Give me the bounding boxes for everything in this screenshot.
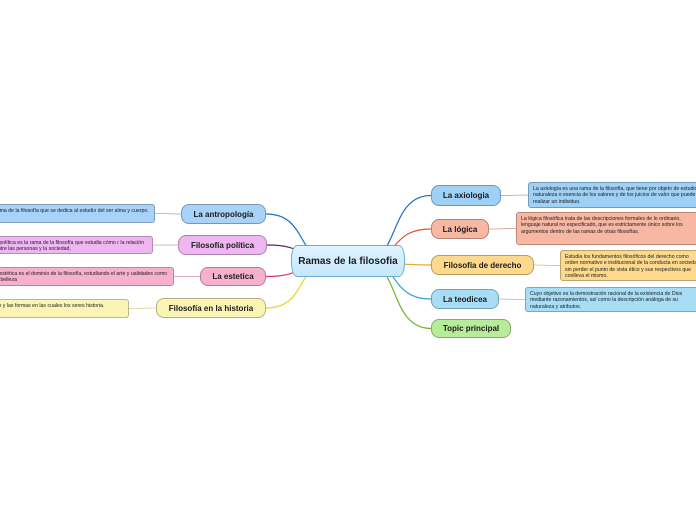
- topic-logica[interactable]: La lógica: [431, 219, 489, 239]
- topic-estetica[interactable]: La estetica: [200, 267, 266, 286]
- note-filosofia-politica[interactable]: a política es la rama de la filosofía qu…: [0, 236, 153, 254]
- note-filosofia-historia[interactable]: illo y las formas en las cuales los sere…: [0, 299, 129, 318]
- note-link-logica: [488, 228, 517, 230]
- note-link-teodicea: [498, 298, 526, 300]
- topic-antropologia[interactable]: La antropología: [181, 204, 266, 224]
- note-axiologia[interactable]: La axiología es una rama de la filosofía…: [528, 182, 696, 208]
- note-link-historia: [128, 307, 157, 309]
- topic-axiologia[interactable]: La axiologia: [431, 185, 501, 206]
- note-link-antropologia: [154, 213, 182, 215]
- topic-filosofia-historia[interactable]: Filosofía en la historia: [156, 298, 266, 318]
- topic-filosofia-derecho[interactable]: Filosofía de derecho: [431, 255, 534, 275]
- note-antropologia[interactable]: rama de la filosofía que se dedica al es…: [0, 204, 155, 223]
- note-filosofia-derecho[interactable]: Estudia los fundamentos filosóficos del …: [560, 250, 696, 281]
- topic-filosofia-politica[interactable]: Filosofía política: [178, 235, 267, 255]
- note-estetica[interactable]: a estética es el dominio de la filosofía…: [0, 267, 174, 286]
- topic-principal[interactable]: Topic principal: [431, 319, 511, 338]
- note-teodicea[interactable]: Cuyo objetivo es la demostración raciona…: [525, 287, 696, 312]
- topic-teodicea[interactable]: La teodicea: [431, 289, 499, 309]
- note-link-derecho: [533, 264, 561, 266]
- central-topic[interactable]: Ramas de la filosofia: [291, 245, 405, 277]
- note-link-axiologia: [500, 194, 529, 196]
- note-logica[interactable]: La lógica filosófica trata de las descri…: [516, 212, 696, 245]
